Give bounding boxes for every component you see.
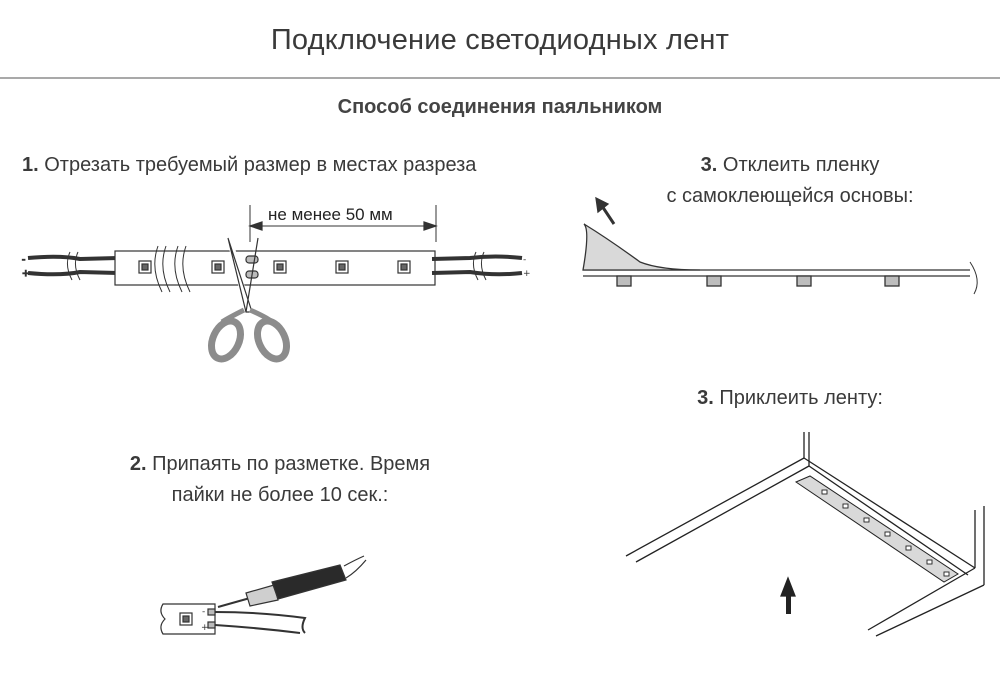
left-wires-icon (27, 251, 119, 281)
peel-film-icon (582, 223, 701, 271)
dimension-label: не менее 50 мм (268, 205, 393, 224)
mounted-strip-icon (794, 475, 959, 583)
ceiling-diagram (625, 432, 985, 637)
step-peel-line1: 3. Отклеить пленку (600, 150, 980, 181)
step-stick-caption: 3. Приклеить ленту: (600, 383, 980, 414)
step-cut-text: Отрезать требуемый размер в местах разре… (44, 154, 477, 176)
step-solder-caption: 2. Припаять по разметке. Время пайки не … (80, 449, 480, 511)
solder-plus-label: + (201, 623, 209, 633)
step-peel-line2: с самоклеющейся основы: (666, 185, 914, 207)
step-stick-text: Приклеить ленту: (719, 387, 883, 409)
scissors-icon (207, 237, 291, 363)
step-peel-text1: Отклеить пленку (722, 154, 880, 176)
step-solder-line2: пайки не более 10 сек.: (171, 484, 389, 506)
step-cut-number: 1. (22, 154, 39, 176)
peel-diagram (582, 196, 978, 295)
left-plus-label: + (22, 269, 30, 279)
step-solder-number: 2. (129, 453, 147, 475)
step-stick-number: 3. (697, 387, 714, 409)
right-minus-label: - (523, 255, 526, 265)
section-subtitle: Способ соединения паяльником (337, 96, 663, 118)
step-peel-caption: 3. Отклеить пленку с самоклеющейся основ… (600, 150, 980, 212)
right-plus-label: + (523, 269, 531, 279)
step-solder-line1: 2. Припаять по разметке. Время (80, 449, 480, 480)
page-title: Подключение светодиодных лент (270, 24, 730, 56)
up-arrow-icon (780, 576, 796, 614)
step-cut-caption: 1. Отрезать требуемый размер в местах ра… (22, 150, 476, 181)
title-divider (0, 77, 1000, 79)
dimension-line-icon (248, 205, 438, 242)
solder-diagram (160, 555, 367, 635)
step-solder-text1: Припаять по разметке. Время (152, 453, 431, 475)
step-peel-number: 3. (700, 154, 718, 176)
cut-diagram: - + (21, 205, 523, 363)
left-minus-label: - (22, 255, 25, 265)
solder-minus-label: - (202, 607, 205, 617)
peel-arrow-icon (595, 196, 610, 214)
right-wires-icon (431, 251, 523, 281)
led-chip-icon (616, 275, 900, 287)
soldering-iron-icon (217, 555, 367, 608)
led-chip-icon (138, 260, 411, 274)
